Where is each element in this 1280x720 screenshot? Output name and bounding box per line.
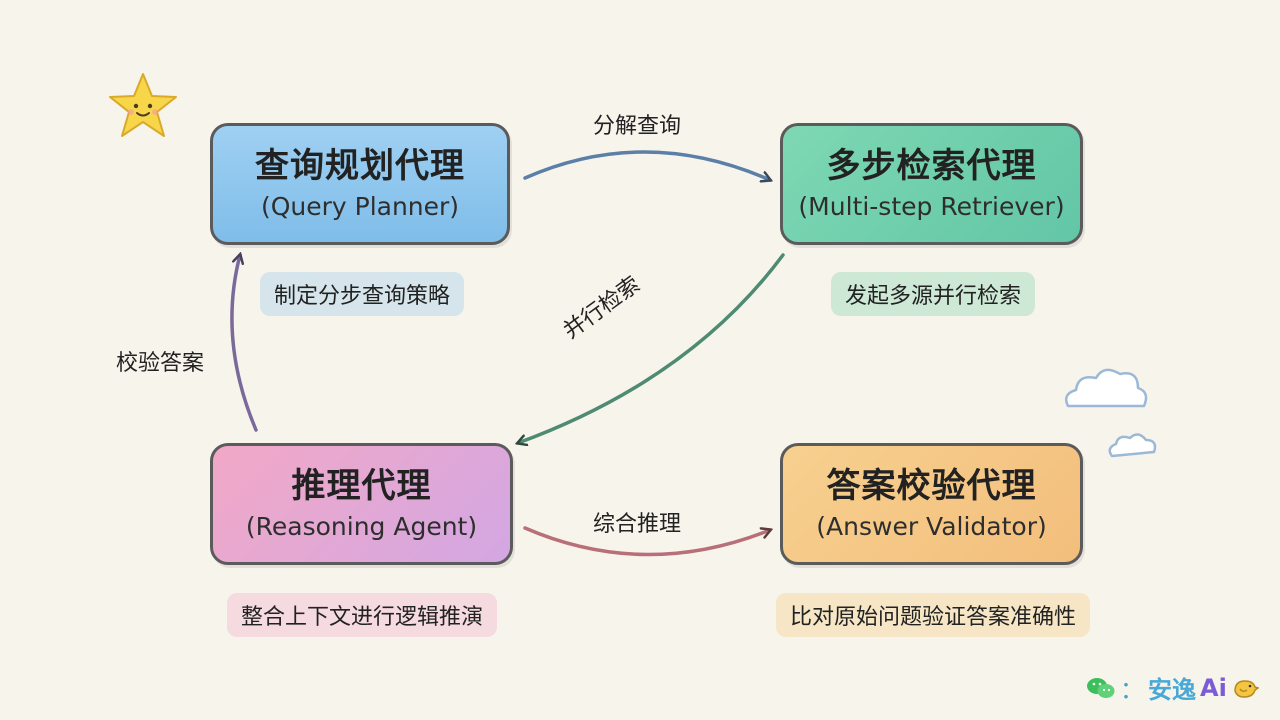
node-title: 答案校验代理 — [826, 465, 1037, 506]
caption-multi-step-retriever: 发起多源并行检索 — [830, 272, 1036, 316]
node-title: 推理代理 — [291, 465, 432, 506]
node-multi-step-retriever: 多步检索代理 (Multi-step Retriever) — [780, 123, 1083, 245]
caption-reasoning-agent: 整合上下文进行逻辑推演 — [226, 593, 498, 637]
cloud-icon — [1065, 368, 1157, 458]
node-title: 多步检索代理 — [826, 145, 1037, 186]
watermark: ： 安逸 Ai — [1086, 670, 1259, 705]
arrow-decompose — [523, 150, 770, 180]
node-query-planner: 查询规划代理 (Query Planner) — [210, 123, 510, 245]
watermark-ai: Ai — [1200, 673, 1227, 702]
arrow-parallel-retrieval — [518, 253, 785, 443]
watermark-separator: ： — [1120, 676, 1144, 704]
caption-answer-validator: 比对原始问题验证答案准确性 — [775, 593, 1091, 637]
node-subtitle: (Answer Validator) — [816, 512, 1047, 542]
arrow-integrate — [523, 526, 770, 557]
caption-query-planner: 制定分步查询策略 — [259, 272, 465, 316]
arrow-validate — [230, 255, 258, 432]
bird-icon — [1234, 679, 1259, 698]
edge-label-decompose: 分解查询 — [593, 114, 682, 139]
node-subtitle: (Reasoning Agent) — [245, 512, 478, 542]
node-title: 查询规划代理 — [255, 145, 465, 186]
edge-label-integrate: 综合推理 — [593, 512, 682, 537]
edge-label-validate: 校验答案 — [116, 351, 205, 376]
node-subtitle: (Multi-step Retriever) — [798, 192, 1065, 222]
wechat-icon — [1087, 677, 1115, 698]
node-subtitle: (Query Planner) — [260, 192, 460, 222]
watermark-brand: 安逸 — [1148, 676, 1196, 704]
node-answer-validator: 答案校验代理 (Answer Validator) — [780, 443, 1083, 565]
node-reasoning-agent: 推理代理 (Reasoning Agent) — [210, 443, 513, 565]
smiling-star-icon — [109, 73, 177, 137]
